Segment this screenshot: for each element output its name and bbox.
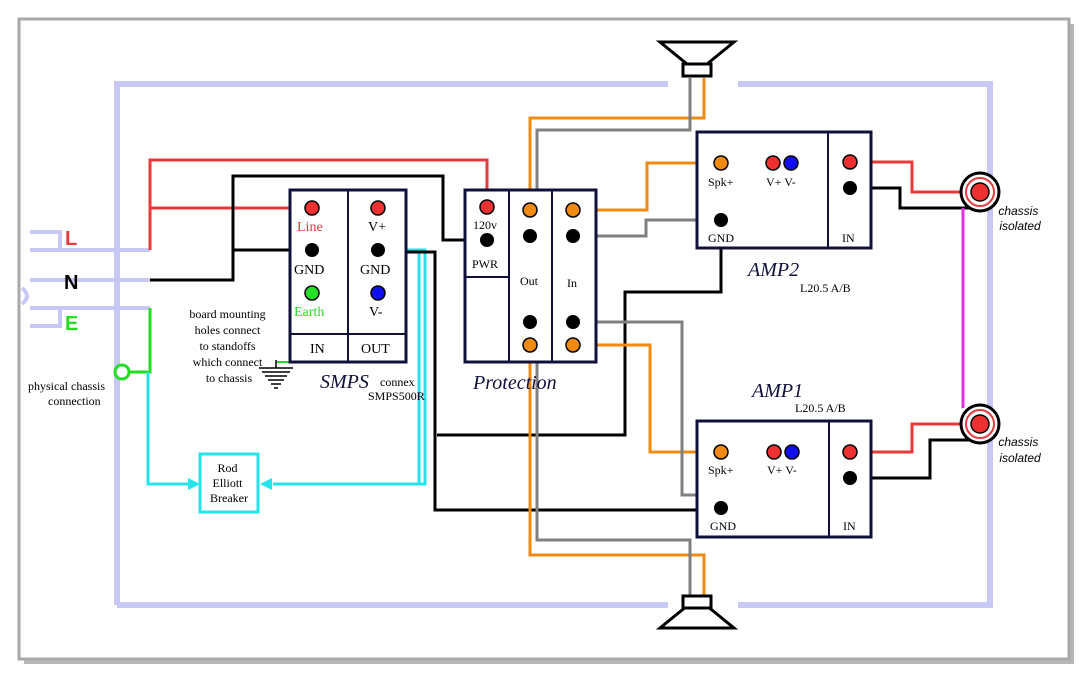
amp1-model: L20.5 A/B bbox=[795, 401, 846, 415]
protection-title: Protection bbox=[472, 372, 557, 394]
amp2-in-plus-terminal bbox=[842, 154, 858, 170]
board-mounting-note: board mounting holes connect to standoff… bbox=[189, 307, 268, 385]
protection-in-top-plus bbox=[565, 202, 581, 218]
amp1-vminus-terminal bbox=[784, 444, 800, 460]
amp1-spk-terminal bbox=[713, 444, 729, 460]
amp1-spk-label: Spk+ bbox=[708, 463, 734, 477]
protection-out-top-plus bbox=[522, 202, 538, 218]
rca-bottom-label: chassis isolated bbox=[998, 435, 1041, 465]
speaker-bottom bbox=[655, 594, 739, 630]
protection-out-bottom-plus bbox=[522, 337, 538, 353]
amp1-gnd-label: GND bbox=[710, 519, 736, 533]
amp2-in-minus-terminal bbox=[843, 181, 857, 195]
smps-earth-terminal bbox=[304, 285, 320, 301]
smps-gnd-out-label: GND bbox=[360, 263, 390, 278]
smps-box bbox=[288, 188, 408, 364]
smps-vplus-label: V+ bbox=[368, 220, 386, 235]
line-letter: L bbox=[65, 228, 77, 250]
amp1-in-plus-terminal bbox=[842, 444, 858, 460]
smps-gnd-in-terminal bbox=[305, 243, 319, 257]
protection-out-top-minus bbox=[523, 229, 537, 243]
protection-in-bottom-minus bbox=[566, 315, 580, 329]
amp2-vplus-terminal bbox=[765, 155, 781, 171]
amp2-box bbox=[695, 130, 873, 250]
amp1-rails-label: V+ V- bbox=[767, 463, 797, 477]
ground-symbol bbox=[259, 360, 293, 389]
smps-model: connex SMPS500R bbox=[368, 375, 425, 403]
rca-top-label: chassis isolated bbox=[998, 204, 1041, 233]
protection-in-label: In bbox=[567, 276, 577, 290]
amp1-title: AMP1 bbox=[750, 380, 803, 402]
protection-out-bottom-minus bbox=[523, 315, 537, 329]
chassis-outline bbox=[114, 81, 993, 608]
amp2-model: L20.5 A/B bbox=[800, 281, 851, 295]
earth-wire bbox=[124, 308, 152, 374]
smps-line-terminal bbox=[304, 200, 320, 216]
smps-gnd-out-terminal bbox=[371, 243, 385, 257]
amp1-gnd-terminal bbox=[714, 501, 728, 515]
signal-wires bbox=[850, 160, 980, 480]
protection-pwr-terminal bbox=[480, 233, 494, 247]
breaker-label: Rod Elliott Breaker bbox=[210, 461, 248, 505]
amp2-gnd-terminal bbox=[714, 213, 728, 227]
amp2-in-label: IN bbox=[842, 231, 855, 245]
amp2-spk-label: Spk+ bbox=[708, 175, 734, 189]
smps-in-label: IN bbox=[310, 342, 325, 357]
amp2-vminus-terminal bbox=[783, 155, 799, 171]
smps-gnd-in-label: GND bbox=[294, 263, 324, 278]
speaker-top bbox=[655, 40, 739, 78]
earth-letter: E bbox=[65, 313, 78, 335]
smps-earth-label: Earth bbox=[294, 305, 324, 320]
protection-box bbox=[463, 188, 598, 364]
amp2-spk-terminal bbox=[713, 155, 729, 171]
rca-jack-top bbox=[959, 171, 1001, 213]
smps-vminus-terminal bbox=[370, 285, 386, 301]
chassis-earth-ring bbox=[113, 363, 131, 381]
amp1-box bbox=[695, 419, 873, 539]
orange-wires bbox=[528, 78, 721, 598]
neutral-letter: N bbox=[64, 272, 78, 294]
smps-line-label: Line bbox=[297, 220, 323, 235]
iec-inlet bbox=[20, 230, 150, 328]
amp1-in-minus-terminal bbox=[843, 471, 857, 485]
breaker-arrow-left bbox=[188, 478, 200, 490]
protection-in-bottom-plus bbox=[565, 337, 581, 353]
smps-vplus-terminal bbox=[370, 200, 386, 216]
rca-jack-bottom bbox=[959, 403, 1001, 445]
protection-120v-label: 120v bbox=[473, 218, 497, 232]
amp2-rails-label: V+ V- bbox=[766, 175, 796, 189]
breaker-box bbox=[198, 452, 260, 514]
protection-in-top-minus bbox=[566, 229, 580, 243]
line-wire bbox=[148, 158, 489, 250]
smps-out-label: OUT bbox=[361, 342, 390, 357]
breaker-arrow-right bbox=[260, 478, 272, 490]
smps-title: SMPS bbox=[320, 371, 369, 393]
amp2-gnd-label: GND bbox=[708, 231, 734, 245]
amp1-in-label: IN bbox=[843, 519, 856, 533]
protection-out-label: Out bbox=[520, 274, 539, 288]
amp2-title: AMP2 bbox=[746, 259, 799, 281]
amp1-vplus-terminal bbox=[766, 444, 782, 460]
smps-vminus-label: V- bbox=[369, 305, 383, 320]
physical-chassis-label: physical chassis connection bbox=[28, 379, 108, 408]
protection-pwr-label: PWR bbox=[472, 257, 498, 271]
protection-120v-terminal bbox=[479, 199, 495, 215]
